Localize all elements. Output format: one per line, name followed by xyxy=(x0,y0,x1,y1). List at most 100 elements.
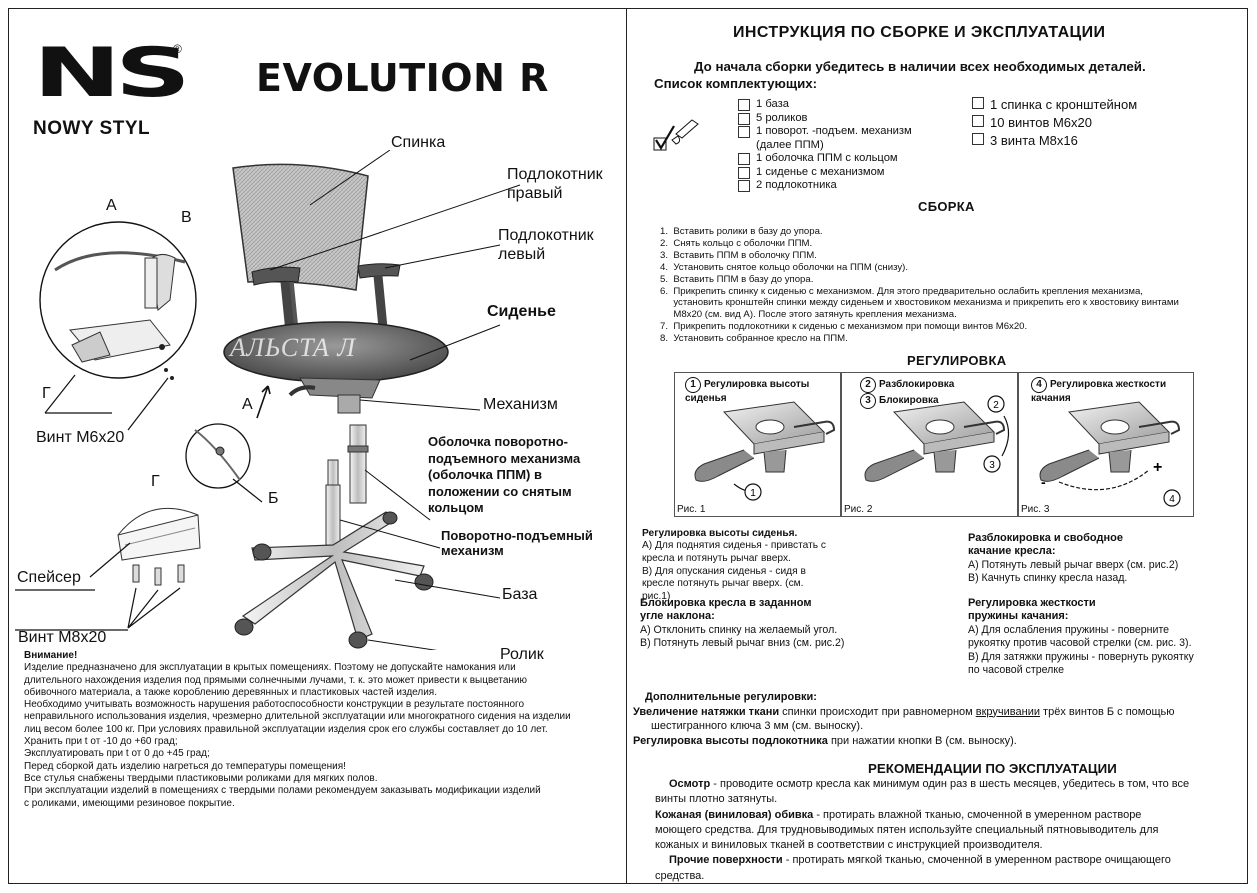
warning-line: Изделие предназначено для эксплуатации в… xyxy=(24,662,619,674)
kit-item: 1 сиденье с механизмом xyxy=(738,166,912,180)
checklist-pen-icon xyxy=(652,118,702,154)
warning-line: неправильного использования изделия, чре… xyxy=(24,711,619,723)
rec-inspect-line2: винты плотно затянуты. xyxy=(655,792,1245,807)
company-name: NOWY STYL xyxy=(33,118,150,140)
label-armrest-right: Подлокотник правый xyxy=(507,165,603,203)
brand-logo: NS ® NOWY STYL xyxy=(33,42,150,140)
extra-arm-line: Регулировка высоты подлокотника при нажа… xyxy=(633,734,1238,749)
kit-checkbox[interactable] xyxy=(738,126,750,138)
label-lift: Поворотно-подъемный механизм xyxy=(441,528,593,558)
kit-checkbox[interactable] xyxy=(738,113,750,125)
fig2-arrow-number-3: 3 xyxy=(989,460,995,471)
warning-lines: Изделие предназначено для эксплуатации в… xyxy=(24,662,619,810)
label-seat: Сиденье xyxy=(487,302,556,321)
kit-checkbox[interactable] xyxy=(738,167,750,179)
stiffness-b: В) Для затяжки пружины - повернуть рукоя… xyxy=(968,651,1238,678)
extra-tension-bold: Увеличение натяжки ткани xyxy=(633,706,779,718)
assembly-title: СБОРКА xyxy=(918,199,975,214)
rec-title: РЕКОМЕНДАЦИИ ПО ЭКСПЛУАТАЦИИ xyxy=(868,761,1117,776)
kit-item: 3 винта М8х16 xyxy=(972,132,1137,150)
assembly-step: 6. Прикрепить спинку к сиденью с механиз… xyxy=(660,286,1240,298)
assembly-step: 8. Установить собранное кресло на ППМ. xyxy=(660,333,1240,345)
callout-a: А xyxy=(106,196,117,215)
mechanism-drawing-1 xyxy=(695,402,834,481)
kit-checkbox[interactable] xyxy=(738,99,750,111)
extra-tension-underlined: вкручивании xyxy=(976,706,1040,718)
warning-line: Перед сборкой дать изделию нагреться до … xyxy=(24,761,619,773)
label-spacer: Спейсер xyxy=(17,568,81,587)
kit-item-label: 1 поворот. -подъем. механизм (далее ППМ) xyxy=(756,125,912,152)
rec-leather-line: Кожаная (виниловая) обивка - протирать в… xyxy=(655,808,1245,823)
label-screw-m8: Винт М8х20 xyxy=(18,628,106,647)
page-divider xyxy=(626,8,627,884)
extra-title: Дополнительные регулировки: xyxy=(633,690,1238,705)
rec-leather-line2: моющего средства. Для трудновыводимых пя… xyxy=(655,823,1245,838)
assembly-step: 3. Вставить ППМ в оболочку ППМ. xyxy=(660,250,1240,262)
kit-item-label: 10 винтов М6х20 xyxy=(990,114,1092,132)
warning-line: длительного нахождения изделия под прямы… xyxy=(24,675,619,687)
fig3-plus: + xyxy=(1153,459,1162,476)
kit-checkbox[interactable] xyxy=(738,153,750,165)
rec-inspect-text: - проводите осмотр кресла как минимум од… xyxy=(710,778,1189,790)
kit-checkbox[interactable] xyxy=(738,180,750,192)
warning-line: Все стулья снабжены твердыми пластиковым… xyxy=(24,773,619,785)
rec-other-line2: средства. xyxy=(655,869,1245,884)
kit-item: 5 роликов xyxy=(738,112,912,126)
seat-height-title: Регулировка высоты сиденья. xyxy=(642,527,867,540)
extra-tension-line: Увеличение натяжки ткани спинки происход… xyxy=(633,705,1238,720)
logo-registered: ® xyxy=(173,42,182,56)
rec-other-text: - протирать мягкой тканью, смоченной в у… xyxy=(783,854,1171,866)
stiffness-section: Регулировка жесткости пружины качания: А… xyxy=(968,597,1238,677)
kit-item: 1 поворот. -подъем. механизм (далее ППМ) xyxy=(738,125,912,152)
kit-checkbox[interactable] xyxy=(972,115,984,127)
assembly-step: установить кронштейн спинки между сидень… xyxy=(660,297,1240,309)
extra-tension-line2: шестигранного ключа 3 мм (см. выноску). xyxy=(633,719,1238,734)
kit-title: Список комплектующих: xyxy=(654,76,817,91)
fig3-minus: - xyxy=(1041,474,1046,490)
assembly-step: 7. Прикрепить подлокотники к сиденью с м… xyxy=(660,321,1240,333)
unlock-a: А) Потянуть левый рычаг вверх (см. рис.2… xyxy=(968,559,1228,572)
rec-leather-line3: кожаных и виниловых тканей в соответстви… xyxy=(655,838,1245,853)
fig1-arrow-number: 1 xyxy=(750,488,756,499)
kit-item-label: 1 сиденье с механизмом xyxy=(756,166,884,180)
kit-item-label: 1 спинка с кронштейном xyxy=(990,96,1137,114)
lock-section: Блокировка кресла в заданном угле наклон… xyxy=(640,597,880,651)
seat-height-a: А) Для поднятия сиденья - привстать с кр… xyxy=(642,540,867,565)
extra-arm-bold: Регулировка высоты подлокотника xyxy=(633,735,828,747)
callout-b: В xyxy=(181,208,192,227)
lock-a: А) Отклонить спинку на желаемый угол. xyxy=(640,624,880,637)
rec-other-line: Прочие поверхности - протирать мягкой тк… xyxy=(655,853,1245,868)
rec-inspect-bold: Осмотр xyxy=(669,778,710,790)
rec-leather-bold: Кожаная (виниловая) обивка xyxy=(655,809,813,821)
label-mechanism: Механизм xyxy=(483,395,558,414)
stiffness-title: Регулировка жесткости пружины качания: xyxy=(968,597,1238,624)
warning-line: с роликами, имеющими резиновое покрытие. xyxy=(24,798,619,810)
assembly-step: 1. Вставить ролики в базу до упора. xyxy=(660,226,1240,238)
kit-item-label: 1 база xyxy=(756,98,789,112)
lock-title: Блокировка кресла в заданном угле наклон… xyxy=(640,597,880,624)
kit-item-label: 5 роликов xyxy=(756,112,808,126)
fig3-arrow-number-4: 4 xyxy=(1169,494,1175,505)
unlock-section: Разблокировка и свободное качание кресла… xyxy=(968,532,1228,586)
callout-g2: Г xyxy=(151,472,160,491)
callout-b2: Б xyxy=(268,489,279,508)
assembly-step: 4. Установить снятое кольцо оболочки на … xyxy=(660,262,1240,274)
warning-line: Эксплуатировать при t от 0 до +45 град; xyxy=(24,748,619,760)
kit-item: 1 оболочка ППМ с кольцом xyxy=(738,152,912,166)
assembly-steps: 1. Вставить ролики в базу до упора.2. Сн… xyxy=(660,226,1240,345)
check-note: До начала сборки убедитесь в наличии все… xyxy=(694,59,1146,74)
lock-b: В) Потянуть левый рычаг вниз (см. рис.2) xyxy=(640,637,880,650)
adjust-title: РЕГУЛИРОВКА xyxy=(907,353,1006,368)
warning-block: Внимание! Изделие предназначено для эксп… xyxy=(24,650,619,810)
kit-item-label: 2 подлокотника xyxy=(756,179,837,193)
rec-section: Осмотр - проводите осмотр кресла как мин… xyxy=(655,777,1245,884)
kit-item-label: 3 винта М8х16 xyxy=(990,132,1078,150)
kit-checkbox[interactable] xyxy=(972,133,984,145)
product-model: EVOLUTION R xyxy=(256,56,549,100)
warning-line: обивочного материала, а также короблению… xyxy=(24,687,619,699)
kit-checkbox[interactable] xyxy=(972,97,984,109)
instruction-title: ИНСТРУКЦИЯ ПО СБОРКЕ И ЭКСПЛУАТАЦИИ xyxy=(733,24,1105,42)
mechanism-drawing-2: 2 3 xyxy=(865,396,1009,481)
